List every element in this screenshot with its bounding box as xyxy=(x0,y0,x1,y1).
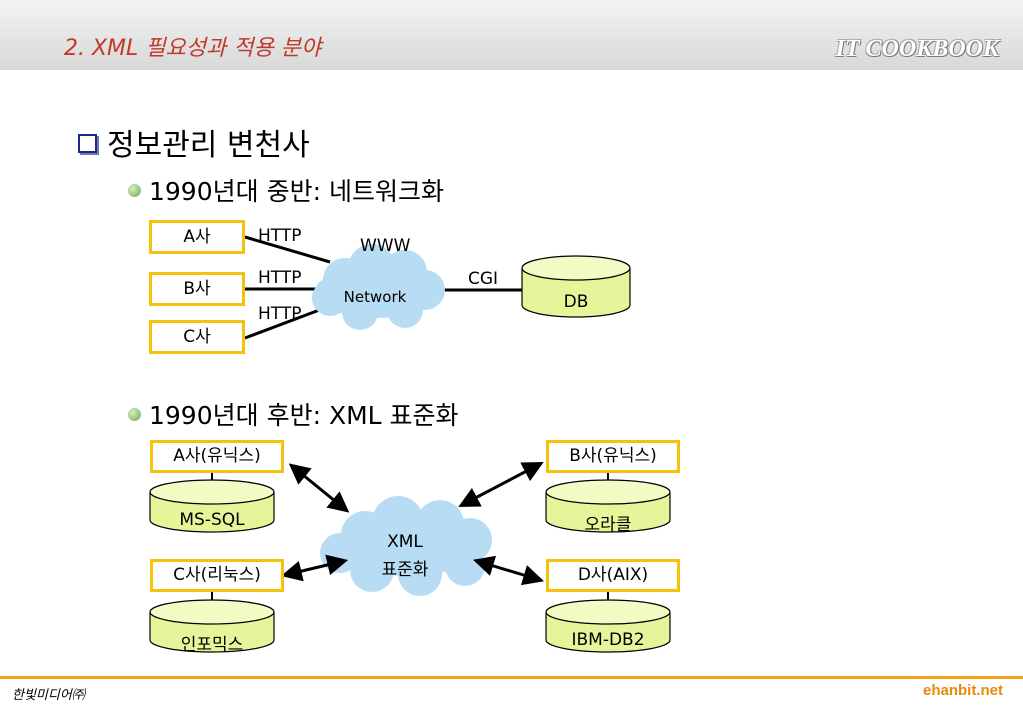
slide-heading: 정보관리 변천사 xyxy=(78,120,310,164)
double-arrow-icon xyxy=(280,554,349,582)
db-label: DB xyxy=(563,292,589,312)
bullet-xml-era: 1990년대 후반: XML 표준화 xyxy=(128,396,459,432)
double-arrow-icon xyxy=(472,555,545,586)
protocol-label: HTTP xyxy=(258,304,302,324)
heading-text: 정보관리 변천사 xyxy=(107,128,310,163)
bullet-text: 1990년대 중반: 네트워크화 xyxy=(149,177,444,206)
database-label: 인포믹스 xyxy=(180,635,244,655)
cgi-label: CGI xyxy=(468,269,499,289)
bullet-text: 1990년대 후반: XML 표준화 xyxy=(149,401,459,430)
header-bar xyxy=(0,0,1023,70)
system-box-b: B사(유닉스) xyxy=(546,440,680,473)
www-label: WWW xyxy=(360,236,411,256)
protocol-label: HTTP xyxy=(258,268,302,288)
double-arrow-icon xyxy=(458,462,544,507)
db-cylinder-icon xyxy=(149,599,275,653)
xml-cloud-label-line2: 표준화 xyxy=(381,560,429,580)
bullet-network-era: 1990년대 중반: 네트워크화 xyxy=(128,172,444,208)
brand-logo: IT COOKBOOK xyxy=(835,36,999,62)
bullet-dot-icon xyxy=(128,183,141,197)
network-cloud-icon xyxy=(312,244,445,330)
database-label: 오라클 xyxy=(584,515,632,535)
checkbox-bullet-icon xyxy=(78,134,97,153)
system-box-a: A사(유닉스) xyxy=(150,440,284,473)
company-box-b: B사 xyxy=(149,272,245,306)
system-box-c: C사(리눅스) xyxy=(150,559,284,592)
db-cylinder-icon xyxy=(521,255,631,318)
bullet-dot-icon xyxy=(128,407,141,421)
db-cylinder-icon xyxy=(545,599,671,653)
publisher-logo: 한빛미디어㈜ xyxy=(12,688,85,703)
company-box-a: A사 xyxy=(149,220,245,254)
site-link[interactable]: ehanbit.net xyxy=(922,682,1003,699)
company-box-c: C사 xyxy=(149,320,245,354)
db-cylinder-icon xyxy=(545,479,671,533)
db-cylinder-icon xyxy=(149,479,275,533)
protocol-label: HTTP xyxy=(258,226,302,246)
xml-cloud-label-line1: XML xyxy=(387,532,423,552)
double-arrow-icon xyxy=(288,463,350,513)
connector-line xyxy=(244,235,331,264)
connector-line xyxy=(244,307,323,340)
footer-divider xyxy=(0,676,1023,679)
xml-cloud-icon xyxy=(320,496,492,596)
system-box-d: D사(AIX) xyxy=(546,559,680,592)
section-title: 2. XML 필요성과 적용 분야 xyxy=(64,36,322,61)
network-label: Network xyxy=(343,288,407,306)
database-label: MS-SQL xyxy=(179,510,245,530)
database-label: IBM-DB2 xyxy=(571,630,645,650)
